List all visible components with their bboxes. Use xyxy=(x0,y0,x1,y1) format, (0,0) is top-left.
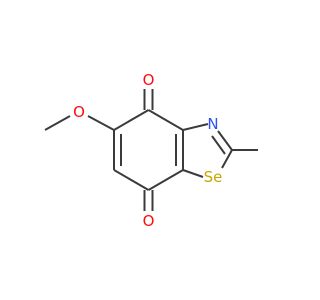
atom-label-o-methoxy: O xyxy=(73,103,85,121)
bond-c5-o-methoxy xyxy=(87,115,115,131)
bond-se-c7a xyxy=(182,169,204,178)
bond-c2-se xyxy=(221,149,233,169)
bond-c4-c5 xyxy=(113,109,150,131)
atom-label-o-bottom: O xyxy=(143,212,155,230)
bonds xyxy=(44,89,258,211)
bond-c7-c7a xyxy=(147,169,184,191)
atom-label-n: N xyxy=(207,115,218,133)
molecule-diagram: O O O N Se xyxy=(44,71,258,230)
bond-n-c2-2 xyxy=(211,135,226,155)
bond-c6-c7 xyxy=(113,169,150,191)
atom-label-o-top: O xyxy=(143,71,155,89)
bond-o-methyl xyxy=(44,115,71,131)
bond-n-c2-1 xyxy=(217,130,233,151)
atom-label-se: Se xyxy=(204,168,223,186)
bond-c4-c3a xyxy=(147,109,184,131)
bond-c3a-n xyxy=(182,123,209,131)
atom-labels: O O O N Se xyxy=(73,71,222,230)
